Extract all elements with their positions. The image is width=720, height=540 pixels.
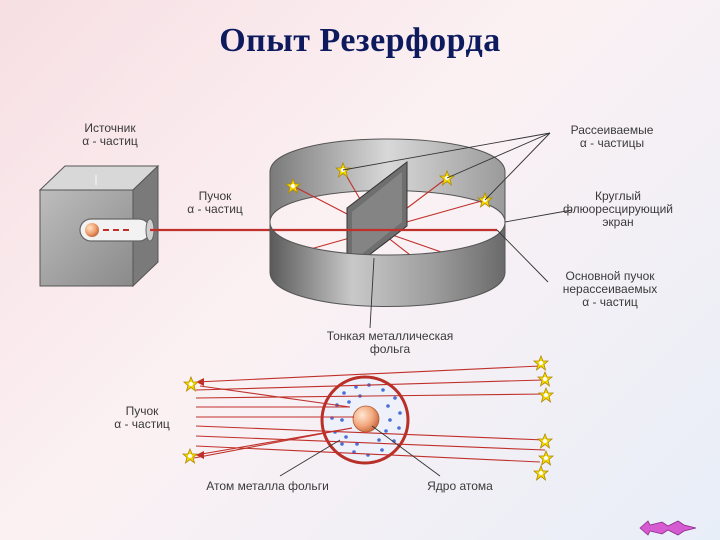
flash-right-5: [538, 450, 554, 466]
next-slide-arrow-icon[interactable]: [638, 519, 698, 537]
flash-right-6: [533, 465, 549, 481]
flash-right-4: [537, 433, 553, 449]
flash-left-top: [183, 376, 199, 392]
flash-left-bottom: [182, 448, 198, 464]
label-nucleus: Ядро атома: [427, 479, 493, 493]
flash-right-1: [533, 355, 549, 371]
lower-beams: [193, 365, 546, 463]
source-box: [38, 164, 160, 288]
atom-nucleus: [352, 405, 380, 433]
slide-title: Опыт Резерфорда: [219, 22, 501, 59]
fluorescent-screen: [269, 221, 506, 307]
flash-right-3: [538, 387, 554, 403]
flash-right-2: [537, 371, 553, 387]
atom-diagram: [320, 375, 410, 465]
label-metal-atom: Атом металла фольги: [206, 479, 329, 493]
alpha-particle-source: [85, 223, 99, 237]
